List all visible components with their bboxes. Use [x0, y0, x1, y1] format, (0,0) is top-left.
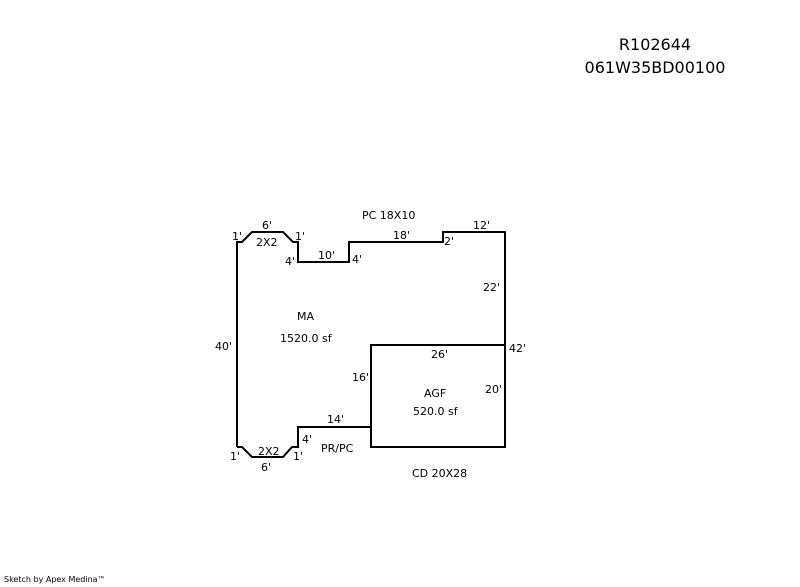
agf-area: 520.0 sf — [413, 405, 459, 418]
cd-label: CD 20X28 — [412, 467, 467, 480]
bay-top-label: 2X2 — [256, 236, 278, 249]
dim: 12' — [473, 219, 490, 232]
dim: 1' — [230, 450, 240, 463]
dim: 4' — [285, 255, 295, 268]
dim: 6' — [262, 219, 272, 232]
agf-outline — [370, 344, 506, 448]
dim: 4' — [352, 253, 362, 266]
dim: 18' — [393, 229, 410, 242]
dim: 16' — [352, 371, 369, 384]
dim: 14' — [327, 413, 344, 426]
footer-credit: Sketch by Apex Medina™ — [4, 575, 106, 584]
dim: 40' — [215, 340, 232, 353]
dim: 1' — [295, 230, 305, 243]
pr-pc-label: PR/PC — [321, 442, 354, 455]
dim: 2' — [444, 235, 454, 248]
account-number: R102644 — [618, 35, 692, 54]
bay-bottom-label: 2X2 — [258, 445, 280, 458]
dim: 6' — [261, 461, 271, 474]
dim: 26' — [431, 348, 448, 361]
agf-code: AGF — [424, 387, 446, 400]
ma-code: MA — [297, 310, 314, 323]
dim: 42' — [509, 342, 526, 355]
dim: 20' — [485, 383, 502, 396]
main-area-outline — [236, 231, 506, 458]
ma-area: 1520.0 sf — [280, 332, 333, 345]
dim: 4' — [302, 433, 312, 446]
dim: 10' — [318, 249, 335, 262]
dim: 1' — [232, 230, 242, 243]
dim: 22' — [483, 281, 500, 294]
dim: 1' — [293, 450, 303, 463]
pc-label: PC 18X10 — [362, 209, 415, 222]
parcel-number: 061W35BD00100 — [584, 58, 726, 77]
